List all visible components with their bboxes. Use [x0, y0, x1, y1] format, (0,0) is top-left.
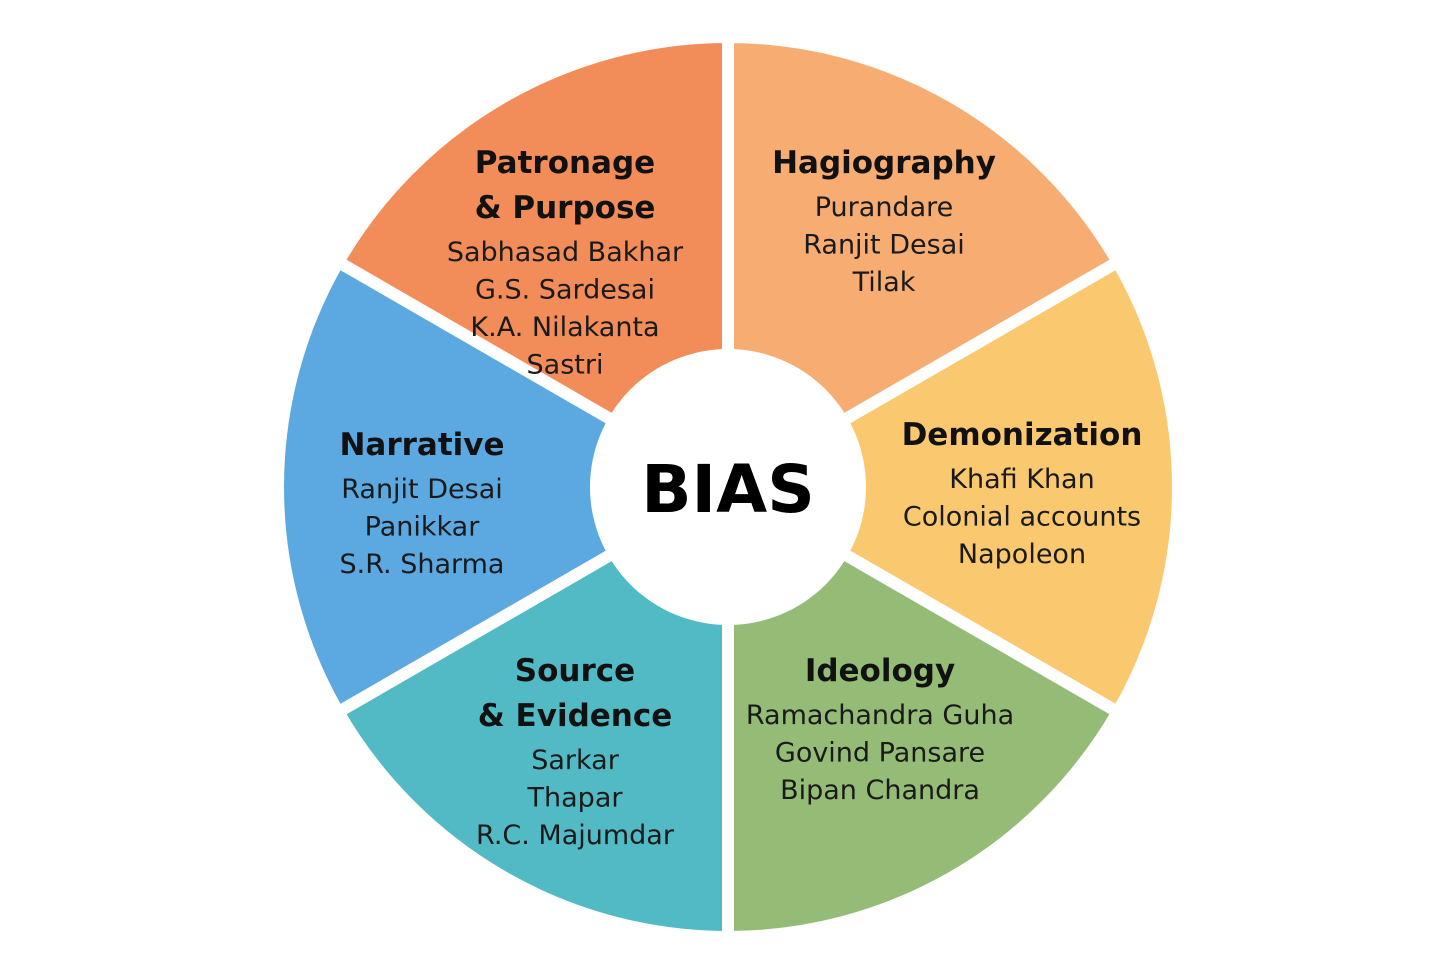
segment-item: Bipan Chandra	[780, 775, 980, 806]
segment-item: K.A. Nilakanta	[470, 312, 659, 343]
segment-item: Ranjit Desai	[803, 230, 965, 261]
segment-ideology	[722, 476, 1126, 944]
segment-item: S.R. Sharma	[340, 549, 505, 580]
segment-item: Sastri	[527, 350, 604, 381]
segment-item: Purandare	[815, 192, 953, 223]
segments-layer	[272, 30, 1184, 944]
segment-patronage	[330, 30, 734, 498]
segment-title: Patronage	[475, 145, 655, 181]
segment-title: & Purpose	[475, 190, 656, 226]
segment-item: Sarkar	[531, 745, 619, 776]
segment-title: Ideology	[805, 653, 955, 689]
segment-title: Demonization	[902, 417, 1143, 453]
segment-item: Khafi Khan	[949, 464, 1094, 495]
center-circle	[590, 349, 866, 625]
segment-item: Thapar	[527, 783, 624, 814]
center-hub: BIAS	[590, 349, 866, 625]
segment-title: & Evidence	[478, 698, 673, 734]
segment-item: Panikkar	[365, 512, 481, 543]
segment-item: Napoleon	[958, 539, 1086, 570]
segment-hagiography	[722, 30, 1126, 498]
segment-item: Colonial accounts	[903, 502, 1141, 533]
segment-title: Narrative	[339, 427, 504, 463]
segment-item: G.S. Sardesai	[475, 275, 655, 306]
segment-item: Govind Pansare	[775, 738, 985, 769]
segment-title: Hagiography	[772, 145, 996, 181]
segment-item: Tilak	[852, 267, 916, 298]
segment-demonization	[716, 253, 1184, 721]
center-label: BIAS	[641, 451, 814, 528]
segment-item: Ramachandra Guha	[746, 700, 1014, 731]
segment-item: Ranjit Desai	[341, 474, 503, 505]
segment-item: R.C. Majumdar	[476, 820, 675, 851]
segment-source-evidence	[330, 476, 734, 944]
segment-title: Source	[515, 653, 635, 689]
segment-item: Sabhasad Bakhar	[447, 237, 684, 268]
segment-narrative	[272, 253, 740, 721]
